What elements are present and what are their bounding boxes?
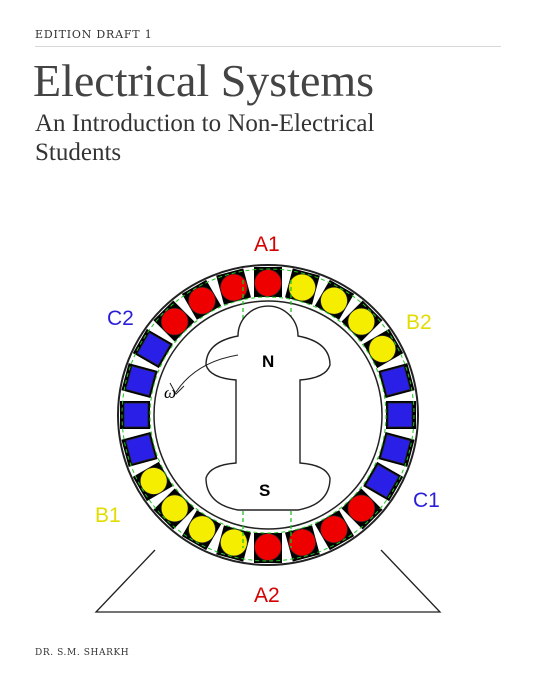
- coil-phase-b: [219, 528, 248, 557]
- stator-slot: [254, 267, 282, 297]
- header-divider: [35, 46, 501, 47]
- rotation-arrowhead: [169, 382, 185, 395]
- stator-slot: [121, 432, 158, 467]
- motor-base: [94, 549, 442, 613]
- pole-north-label: N: [262, 352, 274, 371]
- coil-phase-c: [387, 402, 413, 428]
- stator-slot: [378, 432, 415, 467]
- stator-slot: [181, 510, 222, 551]
- phase-label-b1: B1: [95, 504, 121, 527]
- coil-outline: [149, 296, 387, 534]
- stator-slot: [120, 401, 150, 429]
- coil-phase-b: [288, 273, 317, 302]
- stator-slot: [386, 401, 416, 429]
- stator-bore: [153, 300, 383, 530]
- stator-slot: [216, 268, 251, 305]
- phase-label-b2: B2: [406, 311, 432, 334]
- rotation-arrow: [175, 354, 239, 393]
- phase-label-c2: C2: [107, 307, 134, 330]
- coil-phase-a: [254, 269, 282, 297]
- phase-label-c1: C1: [413, 489, 440, 512]
- phase-label-a1: A1: [254, 233, 280, 256]
- coil-outline: [121, 268, 415, 562]
- stator-slot: [132, 461, 173, 502]
- stator-slot: [341, 488, 383, 530]
- coil-phase-c: [380, 433, 411, 465]
- coil-phase-b: [139, 467, 168, 495]
- stator-slot: [363, 328, 404, 369]
- stator-slot: [121, 363, 158, 398]
- stator-slot: [341, 300, 383, 342]
- book-title: Electrical Systems: [33, 55, 375, 106]
- author-name: DR. S.M. SHARKH: [35, 648, 130, 658]
- coil-phase-a: [219, 273, 248, 302]
- coil-phase-c: [136, 332, 171, 366]
- coil-phase-a: [320, 515, 348, 544]
- coil-phase-c: [125, 433, 156, 465]
- pole-south-label: S: [259, 481, 270, 500]
- stator-slot: [363, 461, 404, 502]
- stator-slot: [314, 279, 355, 320]
- stator-slot: [285, 268, 320, 305]
- stator-slot: [132, 328, 173, 369]
- coil-phase-c: [365, 464, 400, 498]
- book-subtitle: An Introduction to Non-Electrical Studen…: [35, 110, 375, 166]
- stator-slot: [314, 510, 355, 551]
- coil-phase-c: [380, 365, 411, 397]
- coil-phase-a: [254, 533, 282, 561]
- edition-label: EDITION DRAFT 1: [35, 28, 153, 41]
- coil-phase-a: [160, 307, 189, 336]
- coil-phase-b: [188, 515, 216, 544]
- stator-slot: [153, 300, 195, 342]
- coil-phase-b: [347, 307, 376, 336]
- stator-slots: [120, 267, 416, 563]
- rotor: [205, 305, 331, 511]
- phase-label-a2: A2: [254, 584, 280, 607]
- stator-slot: [216, 525, 251, 562]
- stator-slot: [285, 525, 320, 562]
- stator-slot: [378, 363, 415, 398]
- coil-phase-c: [123, 402, 149, 428]
- coil-phase-c: [125, 365, 156, 397]
- stator-slot: [254, 533, 282, 563]
- rotation-symbol: ω: [164, 383, 176, 402]
